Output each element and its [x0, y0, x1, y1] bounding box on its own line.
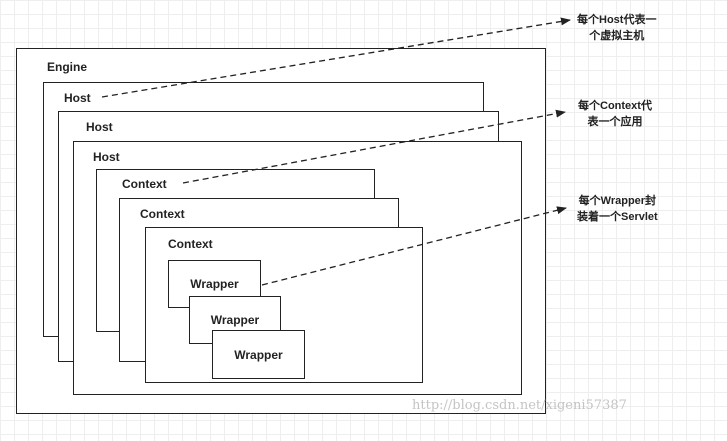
context-label-2: Context — [140, 207, 185, 221]
wrapper-annotation: 每个Wrapper封 装着一个Servlet — [577, 193, 658, 225]
host-label-3: Host — [93, 150, 120, 164]
host-annotation-line-2: 个虚拟主机 — [589, 30, 645, 42]
wrapper-box-3: Wrapper — [212, 330, 305, 379]
context-label-3: Context — [168, 237, 213, 251]
wrapper-annotation-line-2: 装着一个Servlet — [577, 211, 658, 223]
host-label-2: Host — [86, 120, 113, 134]
wrapper-label-2: Wrapper — [210, 313, 260, 327]
watermark-text: http://blog.csdn.net/xigeni57387 — [412, 398, 627, 413]
wrapper-label-3: Wrapper — [234, 347, 283, 362]
host-annotation: 每个Host代表一 个虚拟主机 — [577, 12, 656, 44]
context-label-1: Context — [122, 177, 167, 191]
host-annotation-line-1: 每个Host代表一 — [577, 14, 657, 26]
wrapper-label-1: Wrapper — [190, 277, 239, 291]
context-annotation-line-2: 表一个应用 — [587, 116, 643, 128]
context-annotation: 每个Context代 表一个应用 — [578, 98, 652, 130]
host-label-1: Host — [64, 91, 91, 105]
context-annotation-line-1: 每个Context代 — [578, 100, 652, 112]
engine-label: Engine — [47, 60, 88, 74]
wrapper-annotation-line-1: 每个Wrapper封 — [578, 195, 657, 207]
